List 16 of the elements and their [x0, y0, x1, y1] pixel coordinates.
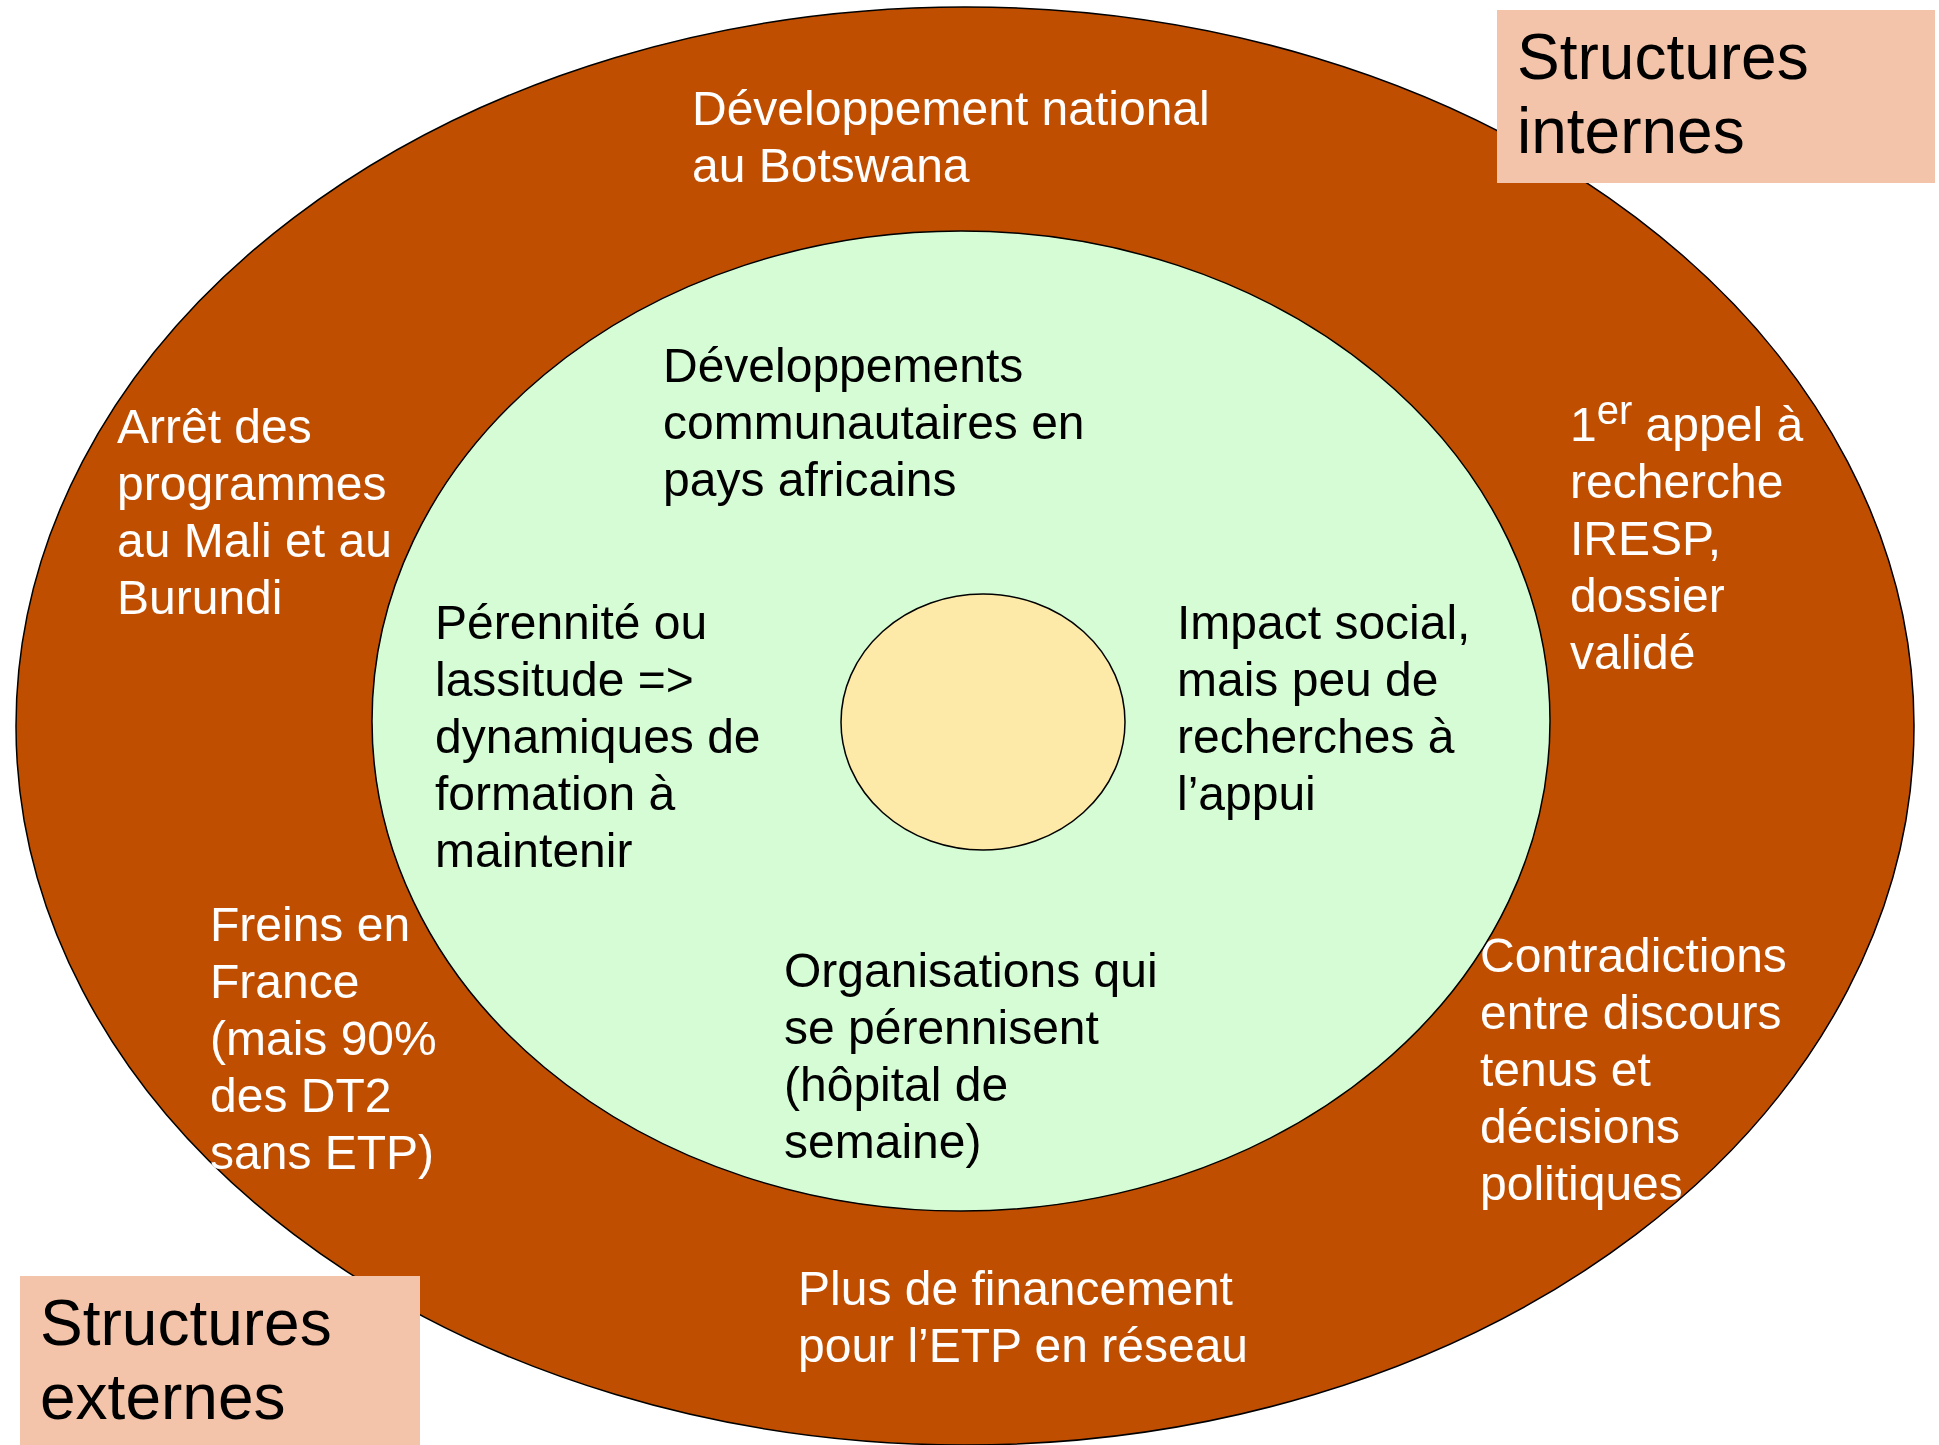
ring-text: Arrêt des programmes au Mali et au Burundi	[117, 399, 393, 626]
ring-text: 1$^{er}$ appel à recherche IRESP, dossier validé	[1570, 387, 1805, 681]
box-label: Structures externes	[40, 1286, 333, 1434]
ring-text: Contradictions entre discours tenus et décisions politiques	[1480, 928, 1788, 1212]
inner-ellipse	[840, 593, 1126, 851]
ring-text: Développements communautaires en pays africains	[663, 338, 1086, 508]
ring-text: Plus de financement pour l’ETP en réseau	[798, 1261, 1250, 1374]
ring-text: Freins en France (mais 90% des DT2 sans ETP)	[210, 897, 438, 1181]
ring-text: Impact social, mais peu de recherches à l’appui	[1177, 595, 1472, 822]
ring-text: Développement national au Botswana	[692, 81, 1211, 194]
label-box	[20, 1276, 420, 1445]
ring-text: Organisations qui se pérennisent (hôpital de semaine)	[784, 943, 1159, 1170]
box-label: Structures internes	[1517, 20, 1810, 168]
ring-text: Pérennité ou lassitude => dynamiques de formation à maintenir	[435, 595, 762, 879]
label-box	[1497, 10, 1935, 183]
outer-ellipse	[15, 6, 1915, 1445]
